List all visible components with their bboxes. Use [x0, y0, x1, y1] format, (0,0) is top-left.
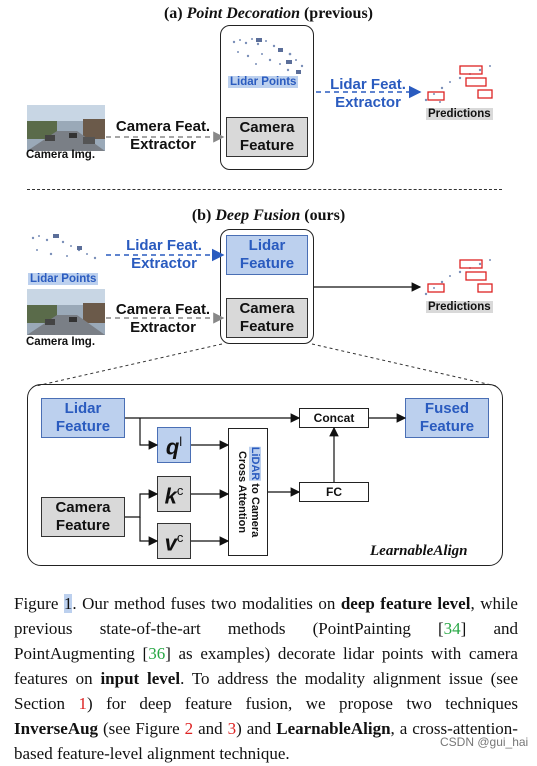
camera-image [27, 105, 105, 151]
caption-bold-inverseaug: InverseAug [14, 719, 99, 738]
panel-b-arrows [35, 248, 497, 387]
panel-a-camera-extractor-line2: Extractor [130, 136, 196, 153]
caption-part-10: ) and [236, 719, 277, 738]
panel-a-title-italic: Point Decoration [186, 5, 300, 22]
la-lidar-feature-box: Lidar Feature [41, 398, 125, 438]
panel-a-title-suffix: (previous) [299, 5, 374, 22]
panel-b-camera-img-tag: Camera Img. [26, 336, 96, 348]
caption-citation-36[interactable]: 36 [148, 644, 166, 663]
panel-a-camera-img-tag: Camera Img. [26, 149, 96, 161]
panel-b-fusion-frame [220, 229, 314, 344]
panel-b-title-suffix: (ours) [300, 207, 346, 224]
lidar-points-image [232, 38, 304, 74]
la-fused-line1: Fused [424, 400, 470, 417]
la-value-box: vc [157, 523, 191, 559]
panel-b-camera-image [27, 289, 105, 335]
la-query-letter: q [165, 434, 180, 460]
caption-figure-ref-2[interactable]: 2 [184, 719, 194, 738]
caption-part-7: ) for deep feature fusion, we propose tw… [86, 694, 518, 713]
panel-a-camera-extractor-line1: Camera Feat. [115, 118, 211, 135]
panel-b-camera-feature-line1: Camera [239, 300, 295, 317]
caption-part-6: . To address the modality alignment issu… [14, 669, 518, 713]
panel-a-camera-feature-line2: Feature [239, 137, 295, 154]
panel-b-title-prefix: (b) [191, 207, 216, 224]
panel-a-camera-extractor-label: Camera Feat. Extractor [108, 118, 218, 154]
panel-a-fusion-frame [220, 25, 314, 170]
panel-a-lidar-extractor-line1: Lidar Feat. [330, 76, 406, 93]
panel-b-lidar-extractor-label: Lidar Feat. Extractor [110, 237, 218, 273]
panel-b-camera-feature-box: Camera Feature [226, 298, 308, 338]
panel-a-predictions-image [424, 65, 493, 103]
learnable-align-frame [27, 384, 503, 566]
caption-part-5: ] as examples) decorate lidar points wit… [14, 644, 518, 688]
panel-b-lidar-feature-box: Lidar Feature [226, 235, 308, 275]
la-value-sup: c [176, 530, 184, 546]
caption-part-9: and [193, 719, 228, 738]
la-query-box: ql [157, 427, 191, 463]
caption-part-1: Figure [14, 594, 64, 613]
caption-part-8: (see Figure [98, 719, 185, 738]
panel-b-camera-feature-line2: Feature [239, 318, 295, 335]
panel-b-lidar-feature-line2: Feature [239, 255, 295, 272]
panel-b-camera-extractor-line1: Camera Feat. [115, 301, 211, 318]
panel-b-camera-extractor-label: Camera Feat. Extractor [108, 301, 218, 337]
la-value-letter: v [164, 530, 177, 556]
panel-a-lidar-extractor-label: Lidar Feat. Extractor [316, 76, 420, 112]
panel-b-lidar-extractor-line2: Extractor [131, 255, 197, 272]
la-key-letter: k [164, 483, 177, 509]
panel-a-lidar-points-tag: Lidar Points [228, 76, 299, 88]
caption-bold-learnablealign: LearnableAlign [276, 719, 391, 738]
la-key-box: kc [157, 476, 191, 512]
panel-a-lidar-extractor-line2: Extractor [335, 94, 401, 111]
la-lidar-feature-line1: Lidar [64, 400, 102, 417]
la-key-sup: c [176, 483, 184, 499]
watermark: CSDN @gui_hai [440, 735, 529, 749]
caption-citation-34[interactable]: 34 [443, 619, 461, 638]
la-query-sup: l [179, 434, 183, 450]
caption-bold-input-level: input level [100, 669, 181, 688]
caption-figure-ref-3[interactable]: 3 [227, 719, 237, 738]
panel-a-arrows [106, 85, 422, 143]
panel-b-camera-extractor-line2: Extractor [130, 319, 196, 336]
panel-a-title: (a) Point Decoration (previous) [0, 5, 537, 23]
caption-part-4: ] and PointAugmenting [ [14, 619, 518, 663]
panel-b-lidar-extractor-line1: Lidar Feat. [126, 237, 202, 254]
caption-figure-number: 1 [63, 594, 73, 613]
la-camera-feature-line2: Feature [55, 517, 111, 534]
panel-b-lidar-points-tag: Lidar Points [28, 273, 99, 285]
la-cross-attention-box: LiDAR to Camera Cross Attention [228, 428, 268, 556]
la-fused-feature-box: Fused Feature [405, 398, 489, 438]
panel-b-predictions-tag: Predictions [426, 301, 493, 313]
caption-section-ref[interactable]: 1 [78, 694, 87, 713]
panel-b-predictions-image [424, 259, 493, 296]
panel-b-title: (b) Deep Fusion (ours) [0, 207, 537, 225]
panel-a-camera-feature-line1: Camera [239, 119, 295, 136]
panel-b-title-italic: Deep Fusion [215, 207, 301, 224]
figure-caption: Figure 1. Our method fuses two modalitie… [14, 591, 518, 766]
caption-bold-deep-feature: deep feature level [340, 594, 471, 613]
panel-separator [27, 189, 502, 190]
caption-part-2: . Our method fuses two modalities on [72, 594, 341, 613]
la-lidar-feature-line2: Feature [55, 418, 111, 435]
la-camera-feature-box: Camera Feature [41, 497, 125, 537]
panel-a-predictions-tag: Predictions [426, 108, 493, 120]
panel-b-lidar-feature-line1: Lidar [248, 237, 286, 254]
la-fused-line2: Feature [419, 418, 475, 435]
la-connections [125, 413, 407, 546]
panel-b-lidar-points-image [31, 234, 97, 260]
la-camera-feature-line1: Camera [55, 499, 111, 516]
panel-a-title-prefix: (a) [163, 5, 187, 22]
panel-a-camera-feature-box: Camera Feature [226, 117, 308, 157]
la-name-label: LearnableAlign [370, 543, 468, 559]
caption-part-3: , while previous state-of-the-art method… [14, 594, 518, 638]
